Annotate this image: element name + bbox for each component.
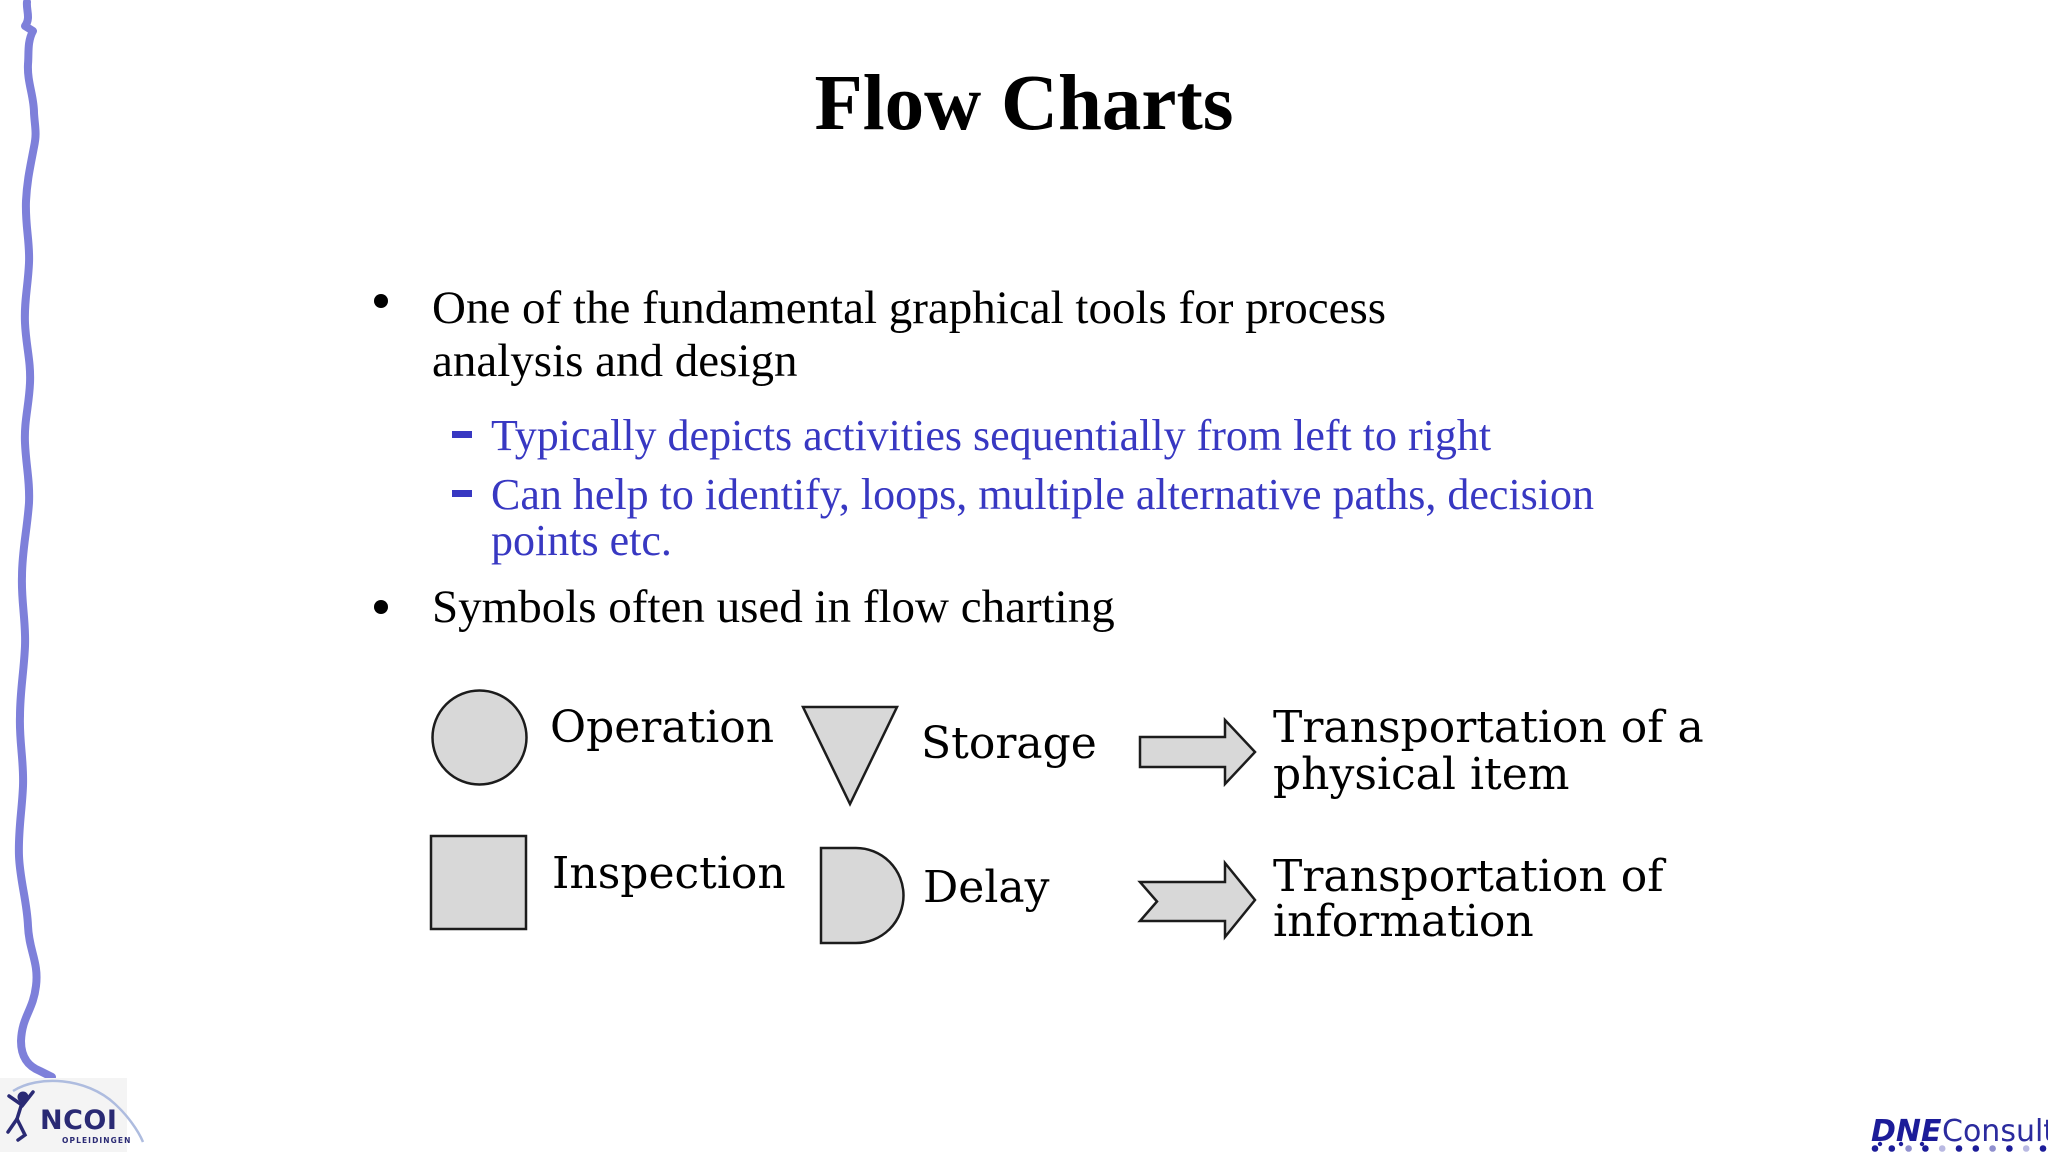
bullet-dot (374, 294, 388, 308)
sub-bullet-2-line-1: Can help to identify, loops, multiple al… (491, 470, 1595, 519)
symbol-label-transport-information: Transportation of information (1273, 854, 1663, 944)
sub-bullet-dash (452, 490, 472, 497)
slide-title: Flow Charts (814, 60, 1234, 147)
ncoi-logo-text: NCOI (40, 1105, 117, 1136)
dne-consult-text: Consult (1942, 1114, 2048, 1149)
symbol-label-inspection: Inspection (552, 848, 786, 899)
bullet-dot (374, 600, 388, 614)
block-arrow-right-icon (1138, 716, 1257, 788)
dne-logo-text: DNE (1871, 1114, 1942, 1149)
circle-icon (431, 689, 528, 786)
bullet-1-line-1: One of the fundamental graphical tools f… (432, 282, 1387, 334)
dne-consult-logo: DNE Consult (1871, 1114, 2048, 1152)
symbol-label-transport-physical: Transportation of a physical item (1273, 704, 1704, 798)
symbol-label-delay: Delay (923, 862, 1050, 913)
triangle-down-icon (801, 705, 899, 807)
square-icon (429, 834, 528, 931)
bullet-1-text: One of the fundamental graphical tools f… (432, 282, 1386, 388)
symbol-label-operation: Operation (550, 702, 775, 753)
bullet-2-line-1: Symbols often used in flow charting (432, 581, 1115, 633)
half-disc-icon (819, 846, 905, 945)
ncoi-logo-subtitle: OPLEIDINGEN (62, 1136, 132, 1145)
sub-bullet-1-line-1: Typically depicts activities sequentiall… (491, 411, 1492, 460)
symbol-label-storage: Storage (921, 718, 1097, 769)
wavy-line-decoration (14, 0, 56, 1081)
sub-bullet-2-line-2: points etc. (491, 516, 672, 565)
transport-physical-line-2: physical item (1273, 749, 1570, 800)
ncoi-vaulter-figure (6, 1090, 35, 1142)
dne-dots-row (1871, 1145, 2047, 1152)
bullet-2-text: Symbols often used in flow charting (432, 581, 1115, 634)
ncoi-arc-decoration (12, 1079, 145, 1143)
transport-information-line-2: information (1273, 896, 1534, 947)
transport-physical-line-1: Transportation of a (1273, 702, 1704, 753)
sub-bullet-1-text: Typically depicts activities sequentiall… (491, 413, 1491, 459)
transport-information-line-1: Transportation of (1273, 851, 1664, 902)
sub-bullet-2-text: Can help to identify, loops, multiple al… (491, 472, 1594, 564)
ncoi-logo: NCOI OPLEIDINGEN (0, 1078, 145, 1152)
chevron-arrow-right-icon (1137, 859, 1257, 941)
bullet-1-line-2: analysis and design (432, 335, 798, 387)
sub-bullet-dash (452, 431, 472, 438)
